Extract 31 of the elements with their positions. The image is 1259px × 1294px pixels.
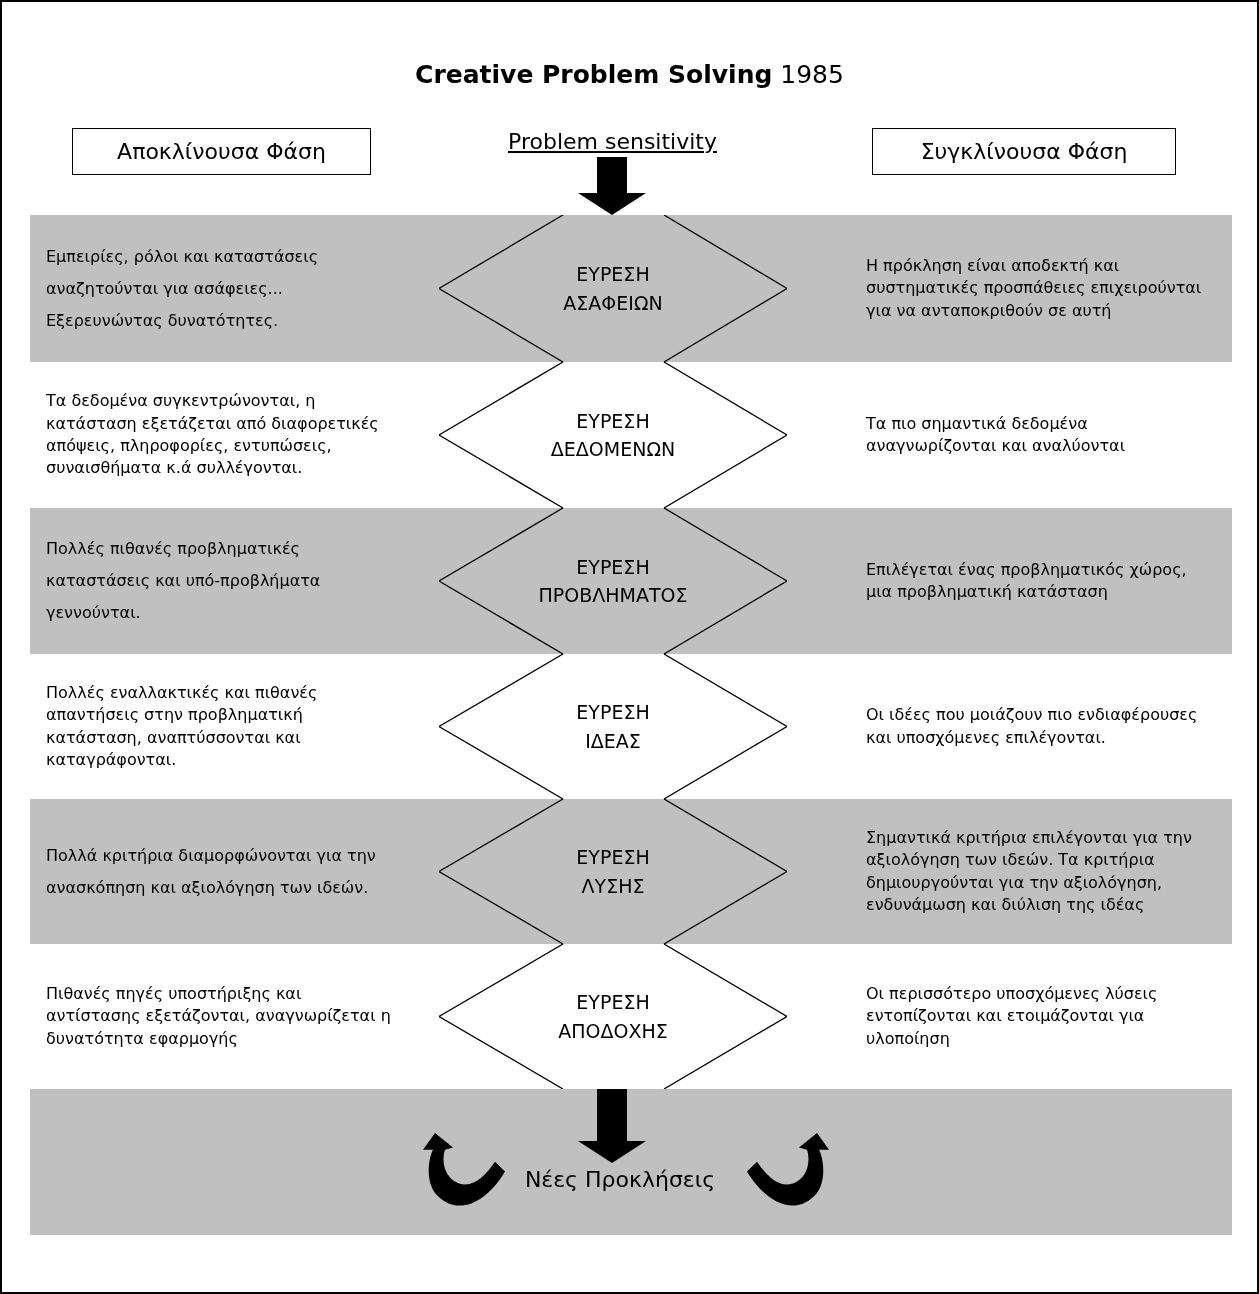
description-text: Εμπειρίες, ρόλοι και καταστάσεις αναζητούνται για ασάφειες... Εξερευνώντας δυνατότητες. (46, 245, 319, 332)
phase-label: ΕΥΡΕΣΗ ΔΕΔΟΜΕΝΩΝ (550, 408, 676, 462)
end-label: Νέες Προκλήσεις (500, 1163, 740, 1195)
phase-box: Συγκλίνουσα Φάση (872, 128, 1176, 175)
phase-hexagon (439, 944, 787, 1089)
description-text: Οι περισσότερο υποσχόμενες λύσεις εντοπίζονται και ετοιμάζονται για υλοποίηση (866, 982, 1159, 1050)
description-text: Πολλά κριτήρια διαμορφώνονται για την ανασκόπηση και αξιολόγηση των ιδεών. (46, 844, 377, 899)
description-text: Οι ιδέες που μοιάζουν πιο ενδιαφέρουσες και υποσχόμενες επιλέγονται. (866, 704, 1199, 749)
title: Creative Problem Solving 1985 (414, 60, 845, 89)
phase-hexagon (439, 799, 787, 944)
phase-hexagon (439, 215, 787, 362)
phase-hexagon (439, 654, 787, 799)
phase-box: Αποκλίνουσα Φάση (72, 128, 371, 175)
description-text: Πολλές πιθανές προβληματικές καταστάσεις και υπό-προβλήματα γεννούνται. (46, 538, 322, 624)
description-text: Πολλές εναλλακτικές και πιθανές απαντήσεις στην προβληματική κατάσταση, αναπτύσσονται και καταγράφονται. (46, 681, 319, 771)
description-text: Η πρόκληση είναι αποδεκτή και συστηματικές προσπάθειες επιχειρούνται για να ανταποκριθούν σε αυτή (866, 254, 1203, 322)
phase-label: ΕΥΡΕΣΗ ΑΣΑΦΕΙΩΝ (563, 262, 663, 316)
description-text: Τα πιο σημαντικά δεδομένα αναγνωρίζονται και αναλύονται (866, 412, 1127, 457)
start-label: Problem sensitivity (470, 125, 755, 157)
phase-label: ΕΥΡΕΣΗ ΙΔΕΑΣ (576, 700, 650, 754)
phase-hexagon (439, 362, 787, 508)
description-text: Σημαντικά κριτήρια επιλέγονται για την αξιολόγηση των ιδεών. Τα κριτήρια δημιουργούνται για την αξιολόγηση, ενδυνάμωση και διύλιση της ιδέας (866, 826, 1193, 916)
phase-hexagon (439, 508, 787, 654)
description-text: Πιθανές πηγές υποστήριξης και αντίστασης εξετάζονται, αναγνωρίζεται η δυνατότητα εφαρμογής (46, 982, 391, 1050)
phase-label: ΕΥΡΕΣΗ ΛΥΣΗΣ (576, 845, 650, 899)
phase-label: ΕΥΡΕΣΗ ΠΡΟΒΛΗΜΑΤΟΣ (538, 554, 688, 608)
description-text: Επιλέγεται ένας προβληματικός χώρος, μια προβληματική κατάσταση (866, 558, 1188, 603)
description-text: Τα δεδομένα συγκεντρώνονται, η κατάσταση εξετάζεται από διαφορετικές απόψεις, πληροφορίες, εντυπώσεις, συναισθήματα κ.ά συλλέγονται. (46, 390, 380, 480)
phase-label: ΕΥΡΕΣΗ ΑΠΟΔΟΧΗΣ (558, 990, 668, 1044)
block-arrow (578, 1089, 646, 1163)
block-arrow (578, 157, 646, 215)
